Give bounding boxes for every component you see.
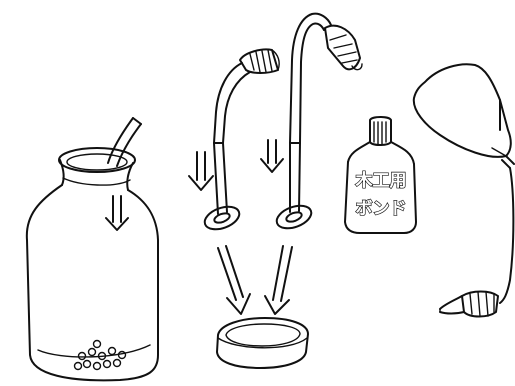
arrow-down-icon (261, 140, 283, 172)
tube-icon (214, 63, 250, 143)
glue-bottle-icon: 木工用 ボンド (345, 117, 416, 233)
pebbles-icon (75, 341, 126, 370)
bottle-label-line2: ボンド (356, 199, 407, 219)
arrow-down-icon (106, 196, 128, 230)
arrow-down-icon (218, 246, 250, 314)
washer-ring-icon (274, 143, 315, 233)
washer-ring-icon (202, 143, 243, 234)
brush-cap-icon (440, 292, 498, 317)
squeeze-bottle-icon (414, 64, 514, 303)
arrow-down-icon (189, 152, 213, 190)
glass-jar-icon (27, 148, 158, 380)
brush-cap-icon (240, 49, 279, 73)
bottle-label-line1: 木工用 (355, 170, 407, 191)
shallow-dish-icon (217, 318, 308, 368)
brush-cap-icon (325, 26, 362, 70)
arrow-down-icon (265, 246, 292, 314)
